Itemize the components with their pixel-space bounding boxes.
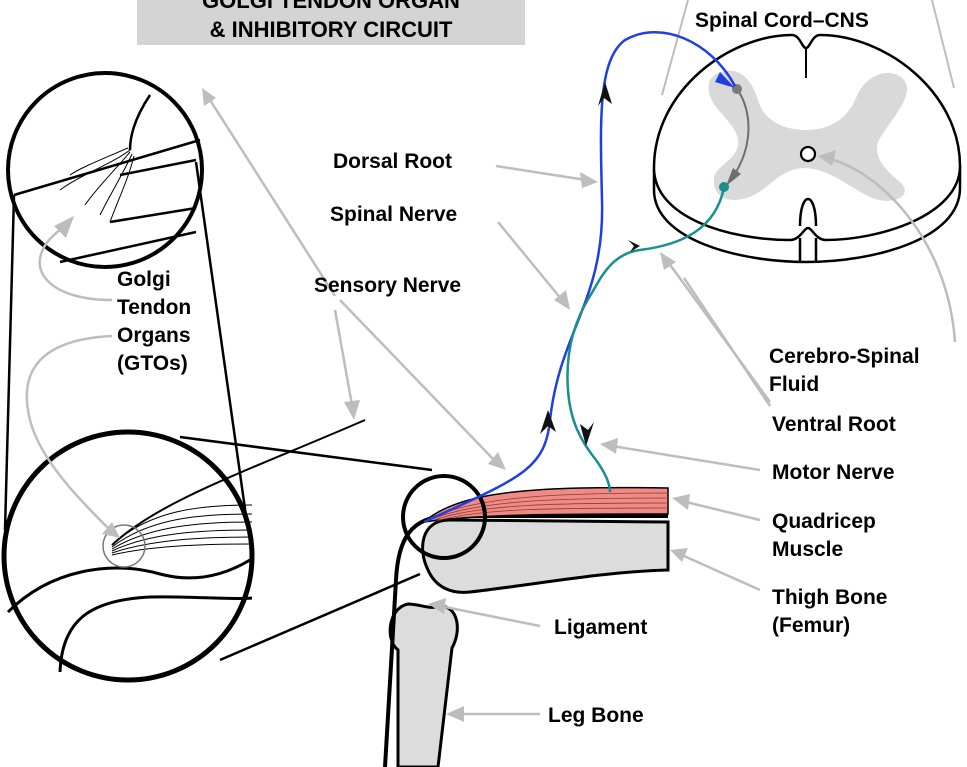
- pointer-thigh: [684, 556, 760, 590]
- pointer-dorsal-root-head: [580, 172, 598, 188]
- motor-arrow-down: [580, 422, 594, 446]
- pointer-sensory-2-head: [488, 452, 506, 470]
- sensory-arrow-up-top: [598, 82, 612, 106]
- label-thigh-line-1: Thigh Bone: [772, 586, 887, 609]
- pointer-dorsal-root: [496, 166, 586, 180]
- title-line-1: GOLGI TENDON ORGAN: [202, 0, 460, 13]
- pointer-quadricep: [686, 502, 760, 520]
- label-csf-line-1: Cerebro-Spinal: [769, 345, 920, 368]
- spinal-cord-boundary-left: [662, 0, 688, 95]
- pointer-sensory-2: [340, 300, 494, 460]
- title-block: GOLGI TENDON ORGAN & INHIBITORY CIRCUIT: [137, 0, 525, 45]
- label-leg-bone: Leg Bone: [548, 704, 644, 727]
- spinal-cord-boundary-right: [932, 0, 954, 88]
- pointer-spinal-nerve: [498, 222, 562, 300]
- label-dorsal-root: Dorsal Root: [333, 150, 452, 173]
- pointer-ventral-root-head: [660, 252, 676, 270]
- pointer-thigh-head: [670, 548, 688, 562]
- gto-zoom-bottom-circle: [4, 432, 252, 680]
- knee-zoom-line-top: [180, 437, 432, 470]
- pointer-motor-nerve: [612, 446, 760, 470]
- label-motor-nerve: Motor Nerve: [772, 461, 895, 484]
- pointer-sensory-3: [210, 100, 335, 296]
- zoom-connector-left: [5, 195, 14, 530]
- central-canal: [801, 147, 815, 161]
- pointer-sensory-1-head: [344, 400, 360, 420]
- label-quadricep-line-1: Quadricep: [772, 510, 876, 533]
- leg-bone: [390, 604, 457, 767]
- label-spinal-cord: Spinal Cord–CNS: [695, 9, 869, 32]
- label-gto-line-3: Organs: [117, 324, 191, 347]
- label-thigh-line-2: (Femur): [772, 614, 850, 637]
- title-line-2: & INHIBITORY CIRCUIT: [210, 17, 453, 42]
- pointer-motor-nerve-head: [600, 438, 618, 454]
- label-csf-line-2: Fluid: [769, 373, 819, 396]
- label-quadricep-line-2: Muscle: [772, 538, 843, 561]
- label-gto-line-2: Tendon: [117, 296, 191, 319]
- pointer-ventral-root-2: [684, 278, 770, 406]
- label-gto-line-4: (GTOs): [117, 352, 188, 375]
- pointer-quadricep-head: [672, 494, 690, 510]
- label-gto-line-1: Golgi: [117, 268, 171, 291]
- pointer-leg-bone-head: [446, 706, 464, 722]
- pointer-sensory-1: [335, 310, 352, 405]
- zoom-bottom: [4, 420, 432, 680]
- label-ligament: Ligament: [554, 616, 647, 639]
- label-spinal-nerve: Spinal Nerve: [330, 203, 457, 226]
- label-ventral-root: Ventral Root: [772, 413, 896, 436]
- pointer-sensory-3-head: [202, 88, 216, 106]
- label-sensory-nerve: Sensory Nerve: [314, 274, 461, 297]
